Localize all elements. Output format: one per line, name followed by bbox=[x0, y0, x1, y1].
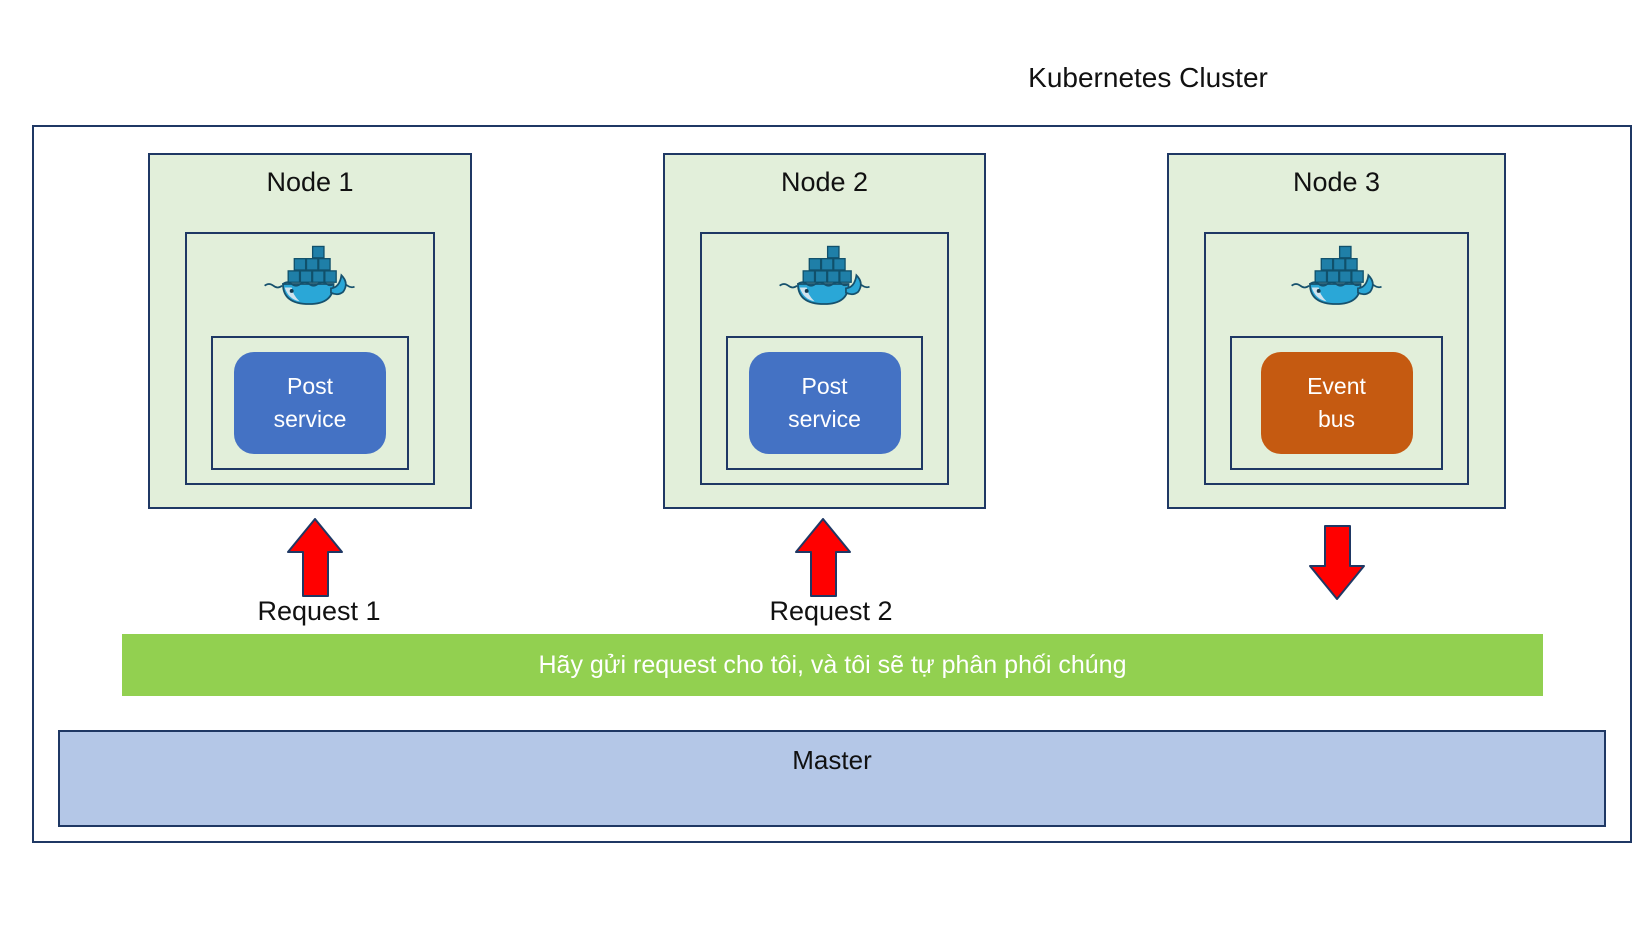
page-title: Kubernetes Cluster bbox=[1028, 62, 1268, 93]
load-balancer-banner: Hãy gửi request cho tôi, và tôi sẽ tự ph… bbox=[122, 634, 1543, 696]
node-2-pod-box: Post service bbox=[726, 336, 923, 470]
node-2-docker-host-box: Post service bbox=[700, 232, 949, 485]
request-2-up-arrow-icon bbox=[795, 518, 851, 597]
node-1-box: Node 1 Post bbox=[148, 153, 472, 509]
service-label-line2: bus bbox=[1317, 406, 1356, 432]
docker-whale-icon bbox=[1290, 245, 1382, 305]
event-bus-down-arrow-icon bbox=[1309, 525, 1365, 600]
service-label-line2: service bbox=[273, 406, 347, 432]
docker-whale-icon bbox=[778, 245, 870, 305]
node-2-box: Node 2 Post bbox=[663, 153, 986, 509]
service-label-line1: Event bbox=[1307, 372, 1366, 399]
node-1-title: Node 1 bbox=[266, 167, 354, 197]
node-1-post-service-box: Post service bbox=[234, 352, 386, 454]
service-label-line1: Post bbox=[286, 372, 334, 399]
node-3-event-bus-box: Event bus bbox=[1260, 352, 1413, 454]
master-bar: Master bbox=[58, 730, 1606, 827]
request-1-up-arrow-icon bbox=[287, 518, 343, 597]
service-label-line2: service bbox=[788, 406, 861, 432]
node-3-title: Node 3 bbox=[1292, 167, 1381, 197]
node-2-title: Node 2 bbox=[780, 167, 869, 197]
request-2-label: Request 2 bbox=[769, 596, 893, 626]
node-3-box: Node 3 Event bbox=[1167, 153, 1506, 509]
node-1-pod-box: Post service bbox=[211, 336, 409, 470]
docker-whale-icon bbox=[264, 245, 355, 305]
request-1-label: Request 1 bbox=[257, 596, 381, 626]
node-3-pod-box: Event bus bbox=[1230, 336, 1443, 470]
node-2-post-service-box: Post service bbox=[748, 352, 901, 454]
service-label-line1: Post bbox=[801, 372, 848, 399]
node-3-docker-host-box: Event bus bbox=[1204, 232, 1469, 485]
node-1-docker-host-box: Post service bbox=[185, 232, 435, 485]
